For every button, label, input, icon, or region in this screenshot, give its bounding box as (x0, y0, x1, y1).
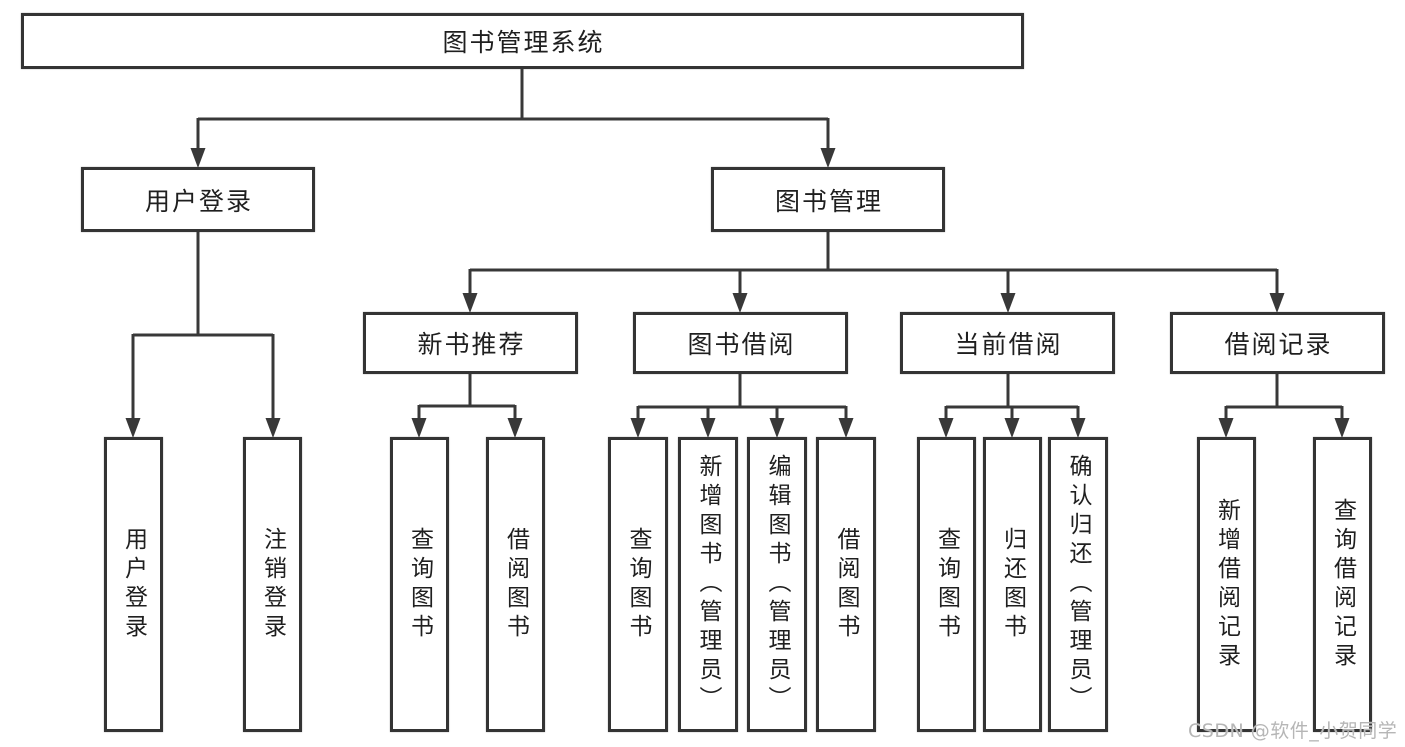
node-borrow-record: 借阅记录 (1170, 312, 1385, 374)
leaf-query-borrow-record-label: 查询借阅记录 (1329, 497, 1356, 672)
node-root-label: 图书管理系统 (442, 28, 605, 57)
connector-user-login-children (131, 232, 275, 421)
leaf-edit-book-admin: 编辑图书（管理员） (747, 437, 807, 732)
arrowheads-user-login-children (125, 418, 281, 438)
leaf-add-book-admin: 新增图书（管理员） (678, 437, 738, 732)
leaf-borrow-book-recommend: 借阅图书 (486, 437, 545, 732)
leaf-add-book-admin-label: 新增图书（管理员） (695, 454, 721, 715)
arrowheads-leaves (411, 418, 1350, 438)
leaf-query-book-borrow: 查询图书 (608, 437, 668, 732)
node-user-login: 用户登录 (81, 167, 315, 232)
leaf-query-book-current: 查询图书 (917, 437, 976, 732)
node-book-borrow-label: 图书借阅 (687, 330, 796, 359)
leaf-user-login-label: 用户登录 (120, 526, 147, 643)
node-borrow-record-label: 借阅记录 (1224, 330, 1333, 359)
node-current-borrow: 当前借阅 (900, 312, 1115, 374)
node-book-mgmt: 图书管理 (711, 167, 945, 232)
node-book-borrow: 图书借阅 (633, 312, 848, 374)
leaf-query-book-recommend-label: 查询图书 (406, 526, 433, 643)
leaf-query-borrow-record: 查询借阅记录 (1313, 437, 1372, 732)
leaf-query-book-recommend: 查询图书 (390, 437, 449, 732)
leaf-borrow-book-recommend-label: 借阅图书 (502, 526, 529, 643)
leaf-logout-label: 注销登录 (259, 526, 286, 643)
node-user-login-label: 用户登录 (144, 186, 253, 216)
connector-book-borrow-children (636, 374, 848, 421)
leaf-return-book-label: 归还图书 (999, 526, 1026, 643)
leaf-confirm-return-admin-label: 确认归还（管理员） (1065, 454, 1091, 715)
leaf-edit-book-admin-label: 编辑图书（管理员） (764, 454, 790, 715)
csdn-watermark: CSDN @软件_小贺同学 (1188, 720, 1398, 742)
leaf-query-book-borrow-label: 查询图书 (625, 526, 651, 643)
node-new-book-recommend-label: 新书推荐 (417, 330, 526, 359)
connector-book-mgmt-children (468, 232, 1279, 296)
leaf-logout: 注销登录 (243, 437, 302, 732)
node-new-book-recommend: 新书推荐 (363, 312, 578, 374)
arrowheads-level2 (190, 148, 836, 168)
leaf-add-borrow-record-label: 新增借阅记录 (1213, 497, 1240, 672)
leaf-user-login: 用户登录 (104, 437, 163, 732)
leaf-add-borrow-record: 新增借阅记录 (1197, 437, 1256, 732)
leaf-borrow-book: 借阅图书 (816, 437, 876, 732)
node-root: 图书管理系统 (21, 13, 1024, 69)
connector-root-to-level2 (196, 69, 830, 151)
node-current-borrow-label: 当前借阅 (954, 330, 1063, 359)
leaf-query-book-current-label: 查询图书 (933, 526, 960, 643)
leaf-borrow-book-label: 借阅图书 (833, 526, 859, 643)
leaf-confirm-return-admin: 确认归还（管理员） (1048, 437, 1108, 732)
leaf-return-book: 归还图书 (983, 437, 1042, 732)
connector-borrow-record-children (1224, 374, 1344, 421)
connector-new-book-children (417, 374, 517, 421)
connector-current-borrow-children (944, 374, 1080, 421)
arrowheads-level3 (462, 293, 1285, 313)
node-book-mgmt-label: 图书管理 (774, 186, 883, 216)
